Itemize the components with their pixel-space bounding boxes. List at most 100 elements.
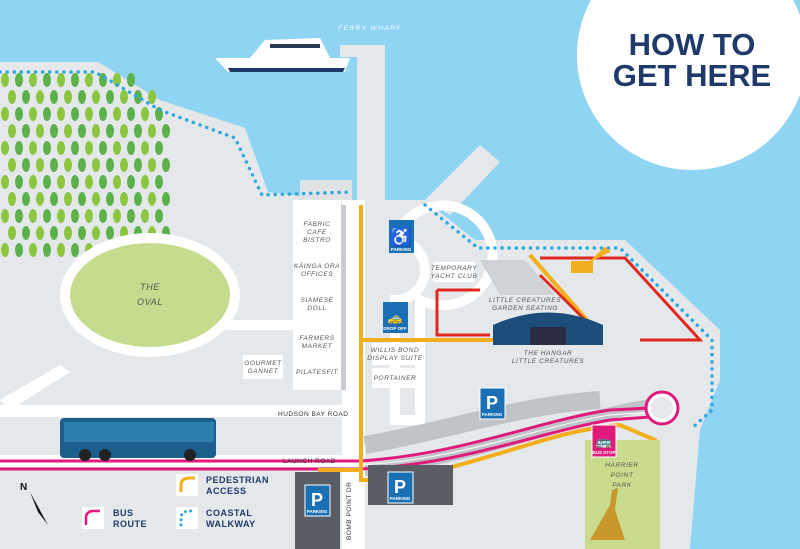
tree-icon	[22, 226, 30, 240]
building-block	[293, 200, 341, 390]
tree-icon	[29, 73, 37, 87]
svg-text:THE HANGAR: THE HANGAR	[524, 350, 573, 357]
svg-text:ROUTE: ROUTE	[113, 519, 147, 529]
svg-text:P: P	[486, 393, 498, 413]
tree-icon	[15, 175, 23, 189]
svg-text:DOLL: DOLL	[307, 305, 326, 312]
tree-icon	[141, 209, 149, 223]
tree-icon	[36, 226, 44, 240]
tree-icon	[120, 158, 128, 172]
tree-icon	[148, 192, 156, 206]
tree-icon	[1, 107, 9, 121]
tree-icon	[106, 90, 114, 104]
parking-sign: P PARKING	[304, 484, 331, 517]
tree-icon	[106, 158, 114, 172]
launch-road-label: LAUNCH ROAD	[283, 458, 336, 465]
tree-icon	[113, 141, 121, 155]
svg-text:GANNET: GANNET	[248, 368, 279, 375]
tree-icon	[99, 209, 107, 223]
tree-icon	[71, 175, 79, 189]
svg-text:PEDESTRIAN: PEDESTRIAN	[206, 475, 269, 485]
tree-icon	[71, 209, 79, 223]
svg-text:MARKET: MARKET	[302, 343, 333, 350]
drop-off-sign: 🚕 DROP OFF	[383, 302, 408, 333]
oval-label: THE	[140, 282, 160, 292]
svg-text:YACHT CLUB: YACHT CLUB	[431, 273, 478, 280]
tree-icon	[113, 73, 121, 87]
tree-icon	[113, 175, 121, 189]
tree-icon	[106, 226, 114, 240]
tree-icon	[57, 73, 65, 87]
tree-icon	[22, 90, 30, 104]
svg-text:BISTRO: BISTRO	[303, 237, 331, 244]
building-labels: FABRIC CAFE BISTRO KĀINGA ORA OFFICES SI…	[294, 221, 340, 376]
tree-icon	[113, 209, 121, 223]
tree-icon	[29, 243, 37, 257]
tree-icon	[8, 192, 16, 206]
parking-sign: P PARKING	[387, 471, 414, 504]
svg-text:FABRIC: FABRIC	[304, 221, 331, 228]
svg-text:GET HERE: GET HERE	[613, 58, 771, 93]
svg-text:DROP OFF: DROP OFF	[383, 326, 406, 331]
tree-icon	[50, 192, 58, 206]
svg-text:LITTLE CREATURES: LITTLE CREATURES	[489, 297, 561, 304]
tree-icon	[134, 90, 142, 104]
tree-icon	[78, 90, 86, 104]
tree-icon	[43, 175, 51, 189]
tree-icon	[134, 124, 142, 138]
svg-text:OVAL: OVAL	[137, 297, 163, 307]
tree-icon	[36, 124, 44, 138]
tree-icon	[148, 90, 156, 104]
svg-text:PARKING: PARKING	[391, 247, 412, 252]
tree-icon	[120, 124, 128, 138]
bus-icon	[60, 418, 216, 461]
tree-icon	[64, 192, 72, 206]
ferry-icon	[215, 38, 350, 72]
svg-text:PARKING: PARKING	[307, 509, 328, 514]
tree-icon	[22, 192, 30, 206]
svg-text:PILATESFIT: PILATESFIT	[296, 369, 338, 376]
tree-icon	[57, 243, 65, 257]
tree-icon	[162, 158, 170, 172]
svg-text:HARRIER: HARRIER	[605, 462, 638, 469]
legend-bus-route: BUS ROUTE	[82, 507, 147, 529]
north-arrow: N	[20, 482, 48, 525]
diagonal-wharf	[425, 145, 500, 215]
taxi-icon: 🚕	[388, 311, 403, 325]
svg-text:POINT: POINT	[611, 472, 634, 479]
svg-text:PORTAINER: PORTAINER	[374, 375, 417, 382]
tree-icon	[78, 192, 86, 206]
tree-icon	[15, 141, 23, 155]
tree-icon	[120, 90, 128, 104]
svg-text:N: N	[20, 482, 27, 493]
tree-icon	[57, 175, 65, 189]
tree-icon	[120, 192, 128, 206]
tree-icon	[134, 192, 142, 206]
svg-text:P: P	[311, 490, 323, 510]
parking-sign: P PARKING	[479, 387, 506, 420]
tree-icon	[127, 107, 135, 121]
svg-text:WILLIS BOND: WILLIS BOND	[371, 347, 420, 354]
tree-icon	[162, 124, 170, 138]
tree-icon	[99, 107, 107, 121]
svg-text:PARKING: PARKING	[482, 412, 503, 417]
tree-icon	[64, 226, 72, 240]
tree-icon	[15, 209, 23, 223]
legend-coastal-walkway: COASTAL WALKWAY	[176, 507, 255, 529]
svg-text:P: P	[394, 477, 406, 497]
tree-icon	[64, 124, 72, 138]
svg-text:KĀINGA ORA: KĀINGA ORA	[294, 262, 340, 270]
tree-icon	[127, 209, 135, 223]
tree-icon	[141, 175, 149, 189]
tree-icon	[1, 209, 9, 223]
tree-icon	[64, 90, 72, 104]
bus-stop-icon: 🚌	[596, 434, 612, 449]
tree-icon	[57, 209, 65, 223]
tree-icon	[127, 141, 135, 155]
tree-icon	[127, 175, 135, 189]
tree-icon	[36, 158, 44, 172]
bus-stop-sign: 🚌 BUS STOP	[591, 424, 617, 458]
coastal-walkway	[0, 70, 714, 432]
tree-icon	[71, 141, 79, 155]
